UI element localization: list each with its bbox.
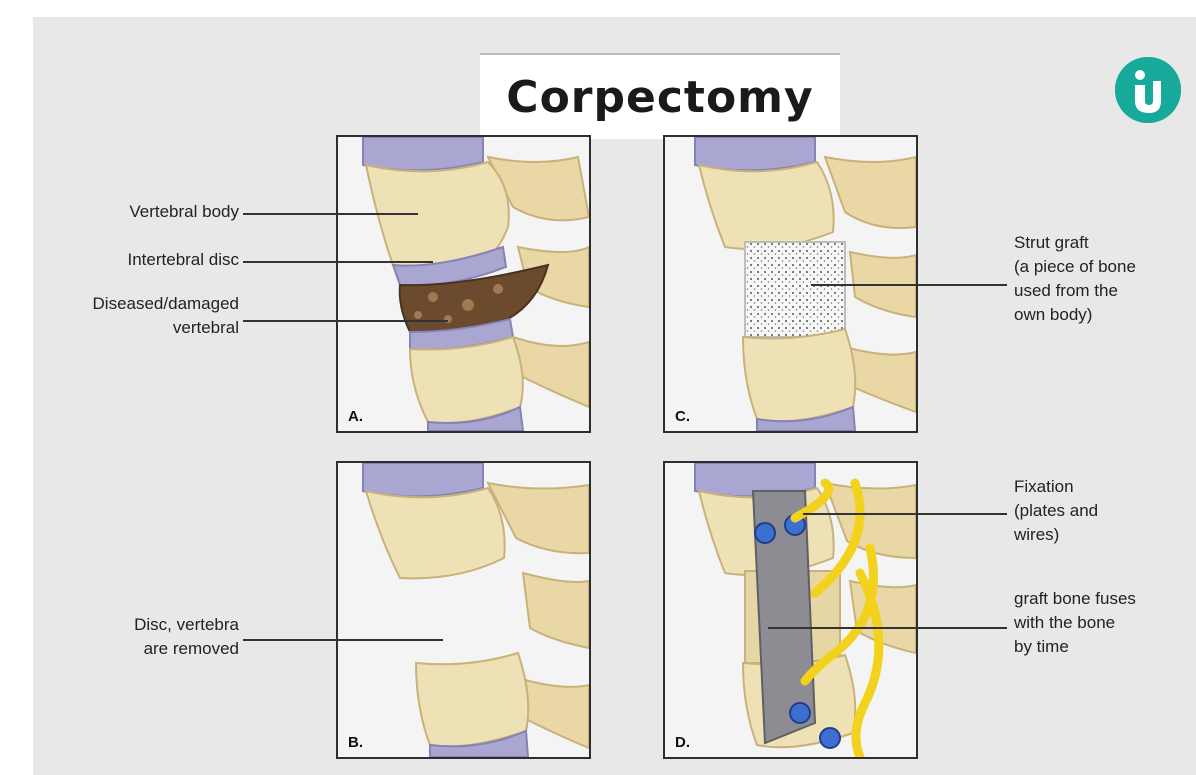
title-banner: Corpectomy	[480, 53, 840, 139]
leader-fixation	[803, 513, 1007, 515]
panel-c-letter: C.	[675, 408, 690, 425]
label-graft-fuses: graft bone fuses with the bone by time	[1014, 587, 1136, 659]
label-removed: Disc, vertebra are removed	[134, 613, 239, 661]
leader-intervertebral-disc	[243, 261, 433, 263]
panel-a-letter: A.	[348, 408, 363, 425]
panel-b: B.	[336, 461, 591, 759]
leader-removed	[243, 639, 443, 641]
page-title: Corpectomy	[506, 72, 813, 123]
leader-diseased-vertebral	[243, 320, 448, 322]
myupchar-logo-icon	[1115, 57, 1181, 123]
panel-b-letter: B.	[348, 734, 363, 751]
label-intervertebral-disc: Intertebral disc	[128, 248, 240, 272]
panel-a: A.	[336, 135, 591, 433]
leader-graft-fuses	[768, 627, 1007, 629]
label-strut-graft: Strut graft (a piece of bone used from t…	[1014, 231, 1136, 327]
diagram-canvas: Corpectomy	[33, 17, 1196, 775]
label-fixation: Fixation (plates and wires)	[1014, 475, 1098, 547]
label-vertebral-body: Vertebral body	[129, 200, 239, 224]
panel-d: D.	[663, 461, 918, 759]
label-diseased-vertebral: Diseased/damaged vertebral	[93, 292, 239, 340]
panel-d-letter: D.	[675, 734, 690, 751]
leader-vertebral-body	[243, 213, 418, 215]
leader-strut-graft	[811, 284, 1007, 286]
